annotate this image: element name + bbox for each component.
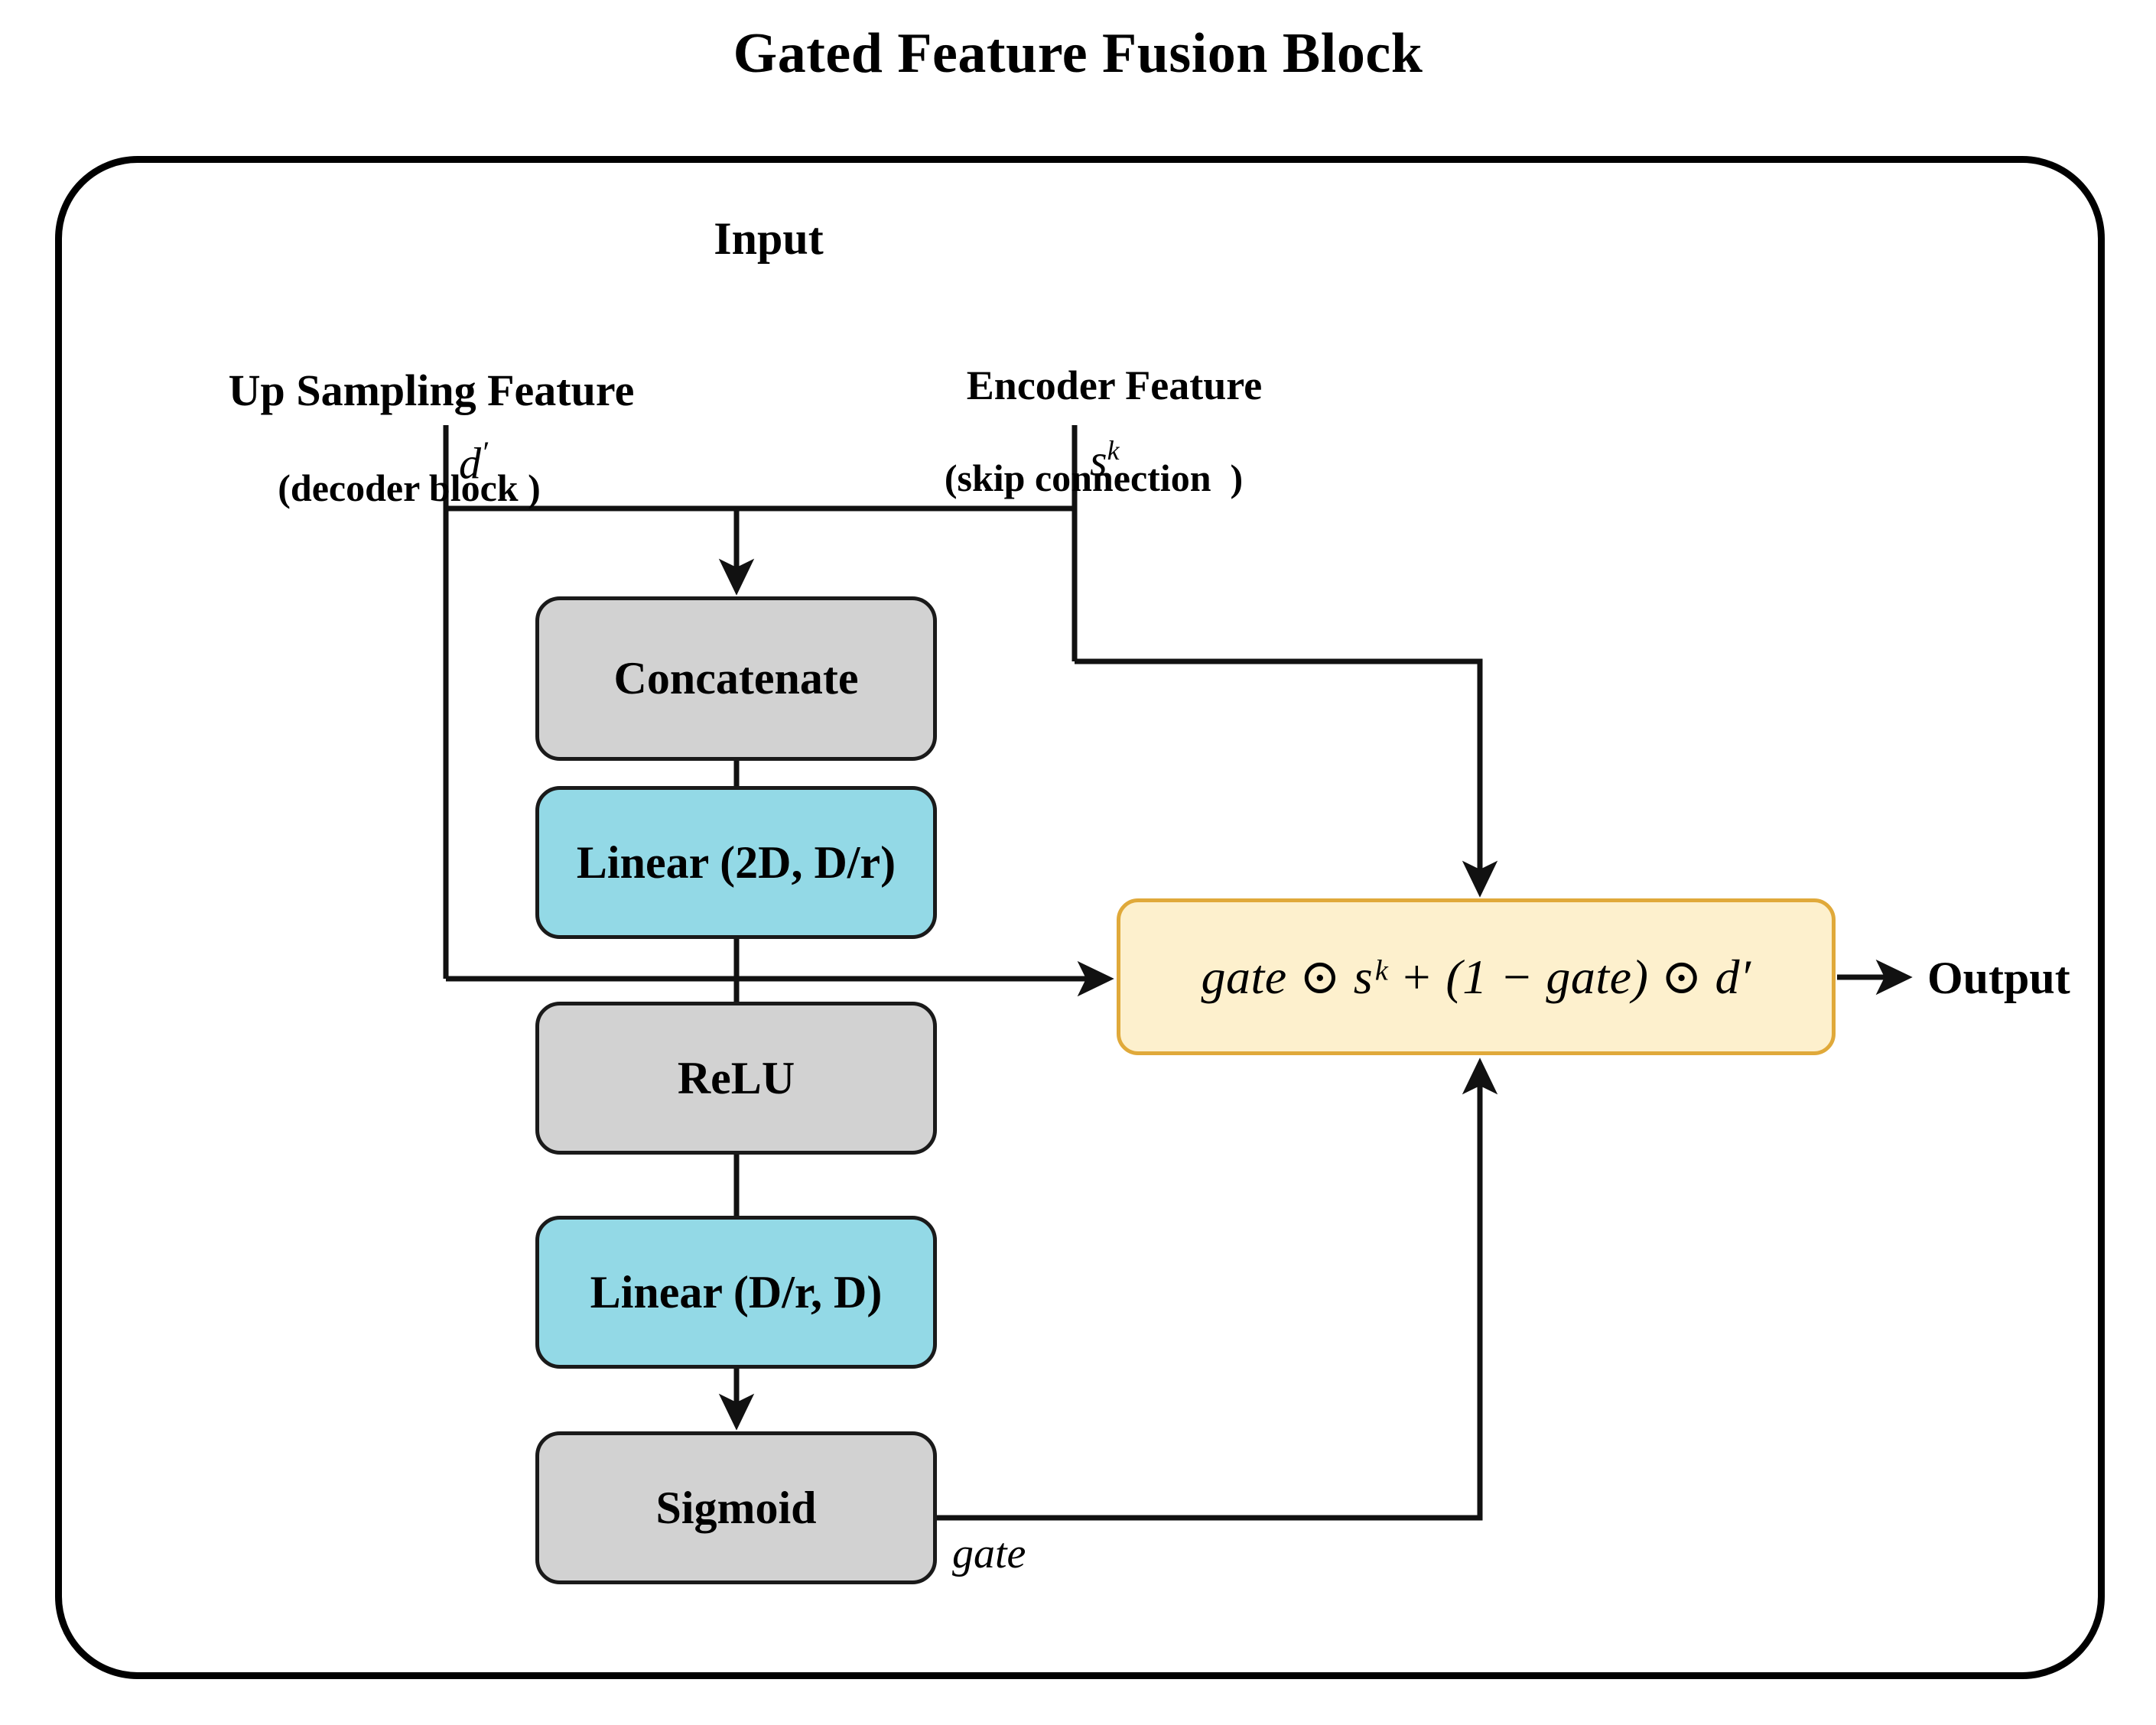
node-linear-2d-dr-label: Linear (2D, D/r) (576, 837, 896, 888)
output-label: Output (1927, 953, 2070, 1003)
node-sigmoid-label: Sigmoid (655, 1482, 817, 1533)
node-concatenate-label: Concatenate (613, 653, 859, 703)
up-sampling-feature-sub: (decoder block ) (278, 466, 541, 510)
input-section-label: Input (714, 213, 824, 264)
node-relu-label: ReLU (677, 1052, 795, 1103)
encoder-feature-name: Encoder Feature (966, 362, 1263, 408)
s-k-base: s (1090, 435, 1107, 486)
node-linear-dr-d-label: Linear (D/r, D) (590, 1266, 883, 1317)
d-prime-mark: ′ (481, 435, 488, 469)
node-relu[interactable]: ReLU (535, 1002, 937, 1155)
d-prime-base: d (459, 438, 481, 489)
encoder-feature-sub: (skip connection ) (944, 456, 1244, 499)
gate-edge-label: gate (952, 1530, 1026, 1577)
d-prime-symbol-label: d′ (459, 434, 488, 489)
s-k-superscript: k (1107, 435, 1120, 466)
node-linear-dr-d[interactable]: Linear (D/r, D) (535, 1216, 937, 1369)
node-sigmoid[interactable]: Sigmoid (535, 1431, 937, 1584)
block-container (55, 156, 2105, 1679)
encoder-feature-label: Encoder Feature (skip connection ) (834, 315, 1354, 594)
page-title: Gated Feature Fusion Block (733, 22, 1423, 85)
s-k-symbol-label: sk (1090, 434, 1120, 486)
up-sampling-feature-name: Up Sampling Feature (228, 365, 635, 416)
node-concatenate[interactable]: Concatenate (535, 596, 937, 761)
gated-fusion-formula-text: gate ⊙ sᵏ + (1 − gate) ⊙ d′ (1201, 949, 1751, 1004)
node-linear-2d-dr[interactable]: Linear (2D, D/r) (535, 786, 937, 939)
node-gated-fusion-formula[interactable]: gate ⊙ sᵏ + (1 − gate) ⊙ d′ (1117, 898, 1836, 1055)
up-sampling-feature-label: Up Sampling Feature (decoder block ) (141, 315, 677, 612)
